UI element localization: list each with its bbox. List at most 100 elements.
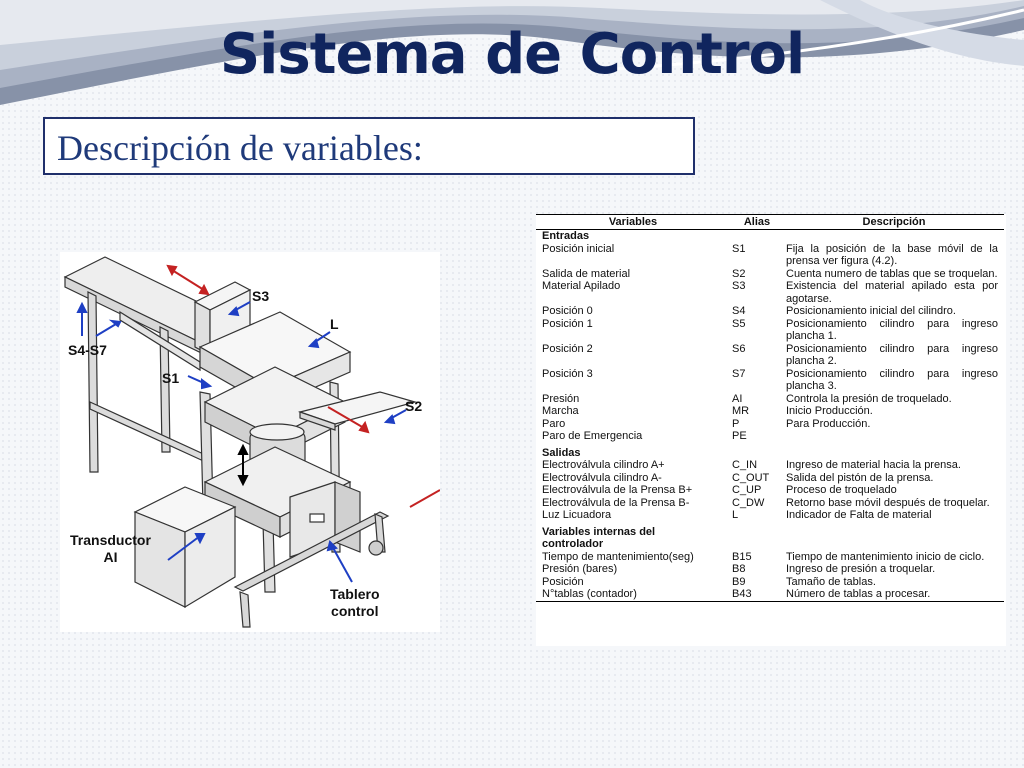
table-row: Electroválvula cilindro A- C_OUT Salida de…	[536, 472, 1004, 485]
cell-variable: Posición	[542, 575, 584, 588]
cell-alias: B8	[732, 563, 746, 575]
cell-description: Inicio Producción.	[786, 405, 873, 417]
subtitle-text: Descripción de variables:	[57, 128, 423, 168]
cell-alias: S5	[732, 317, 746, 330]
cell-description: Tamaño de tablas.	[786, 575, 876, 588]
label-s1: S1	[162, 370, 180, 386]
table-row: Posición inicial S1 Fija la posición de la…	[536, 243, 1004, 268]
cell-variable: N°tablas (contador)	[536, 588, 730, 602]
press-machine-drawing	[63, 256, 441, 628]
cell-alias: S7	[732, 367, 746, 380]
cell-alias: S6	[732, 342, 746, 355]
slide-title: Sistema de Control	[219, 22, 805, 87]
label-tablero-line2: control	[331, 603, 379, 619]
cell-variable: Luz Licuadora	[542, 509, 612, 521]
section-title: Entradas	[542, 230, 590, 242]
table-row: Luz Licuadora L Indicador de Falta de mate…	[536, 509, 1004, 522]
cell-description: Posicionamiento cilindro para ingreso pl…	[786, 342, 998, 368]
cell-description: Posicionamiento cilindro para ingreso pl…	[786, 317, 998, 343]
cell-alias: S2	[732, 267, 746, 280]
cell-variable: Tiempo de mantenimiento(seg)	[542, 550, 694, 563]
table-row: Electroválvula de la Prensa B+ C_UP Proces…	[536, 484, 1004, 497]
cell-alias: S1	[732, 242, 746, 255]
cell-alias: C_UP	[732, 484, 762, 496]
table-row: Material Apilado S3 Existencia del materia…	[536, 280, 1004, 305]
label-transductor-line1: Transductor	[70, 532, 151, 548]
cell-description: Posicionamiento inicial del cilindro.	[786, 305, 956, 317]
table-row: Paro de Emergencia PE	[536, 430, 1004, 443]
label-s4-s7: S4-S7	[68, 342, 107, 358]
label-tablero-line1: Tablero	[330, 586, 380, 602]
cell-alias: PE	[732, 430, 747, 442]
label-transductor: Transductor AI	[70, 532, 151, 566]
header-wave-decoration	[0, 0, 1024, 105]
cell-variable: Posición 2	[542, 342, 593, 355]
cell-variable: Posición inicial	[542, 242, 615, 255]
cell-description: Para Producción.	[786, 417, 871, 430]
header-variables: Variables	[536, 214, 730, 230]
cell-description: Proceso de troquelado	[786, 484, 897, 496]
cell-variable: Material Apilado	[542, 280, 621, 292]
cell-description: Salida del pistón de la prensa.	[786, 471, 934, 484]
cell-variable: Electroválvula de la Prensa B-	[542, 496, 690, 509]
cell-alias: C_IN	[732, 459, 758, 471]
cell-description: Ingreso de material hacia la prensa.	[786, 459, 961, 471]
subtitle-box: Descripción de variables:	[43, 117, 695, 175]
cell-variable: Presión (bares)	[542, 563, 618, 575]
cell-alias: S3	[732, 280, 746, 292]
label-l: L	[330, 316, 339, 332]
header-alias: Alias	[730, 214, 784, 230]
cell-variable: Presión	[542, 392, 580, 405]
label-transductor-line2: AI	[103, 549, 118, 565]
table-row: Posición 2 S6 Posicionamiento cilindro par…	[536, 343, 1004, 368]
table-row: Paro P Para Producción.	[536, 418, 1004, 431]
cell-alias: B9	[732, 575, 746, 588]
section-header-row: Salidas	[536, 447, 1004, 460]
table-row: Presión AI Controla la presión de troquela…	[536, 393, 1004, 406]
cell-variable: Salida de material	[542, 267, 631, 280]
cell-variable: Marcha	[542, 405, 579, 417]
table-row: Posición 3 S7 Posicionamiento cilindro par…	[536, 368, 1004, 393]
machine-figure: S3 L S4-S7 S1 S2 Transductor AI Tablero …	[60, 252, 441, 632]
table-header-row: Variables Alias Descripción	[536, 214, 1004, 230]
table-row: Posición 0 S4 Posicionamiento inicial del …	[536, 305, 1004, 318]
cell-description: Controla la presión de troquelado.	[786, 392, 952, 405]
label-tablero: Tablero control	[330, 586, 380, 620]
cell-description: Cuenta numero de tablas que se troquelan…	[786, 267, 998, 280]
cell-description	[784, 430, 1004, 443]
table-row: Electroválvula de la Prensa B- C_DW Retorn…	[536, 497, 1004, 510]
table-row: Posición 1 S5 Posicionamiento cilindro par…	[536, 318, 1004, 343]
cell-alias: B43	[730, 588, 784, 602]
cell-alias: P	[732, 417, 740, 430]
cell-description: Existencia del material apilado esta por…	[786, 280, 998, 305]
cell-alias: C_DW	[732, 496, 765, 509]
cell-description: Número de tablas a procesar.	[784, 588, 1004, 602]
label-s2: S2	[405, 398, 423, 414]
cell-variable: Electroválvula cilindro A-	[542, 471, 662, 484]
cell-alias: MR	[732, 405, 750, 417]
cell-variable: Electroválvula de la Prensa B+	[542, 484, 693, 496]
cell-variable: Posición 3	[542, 367, 593, 380]
section-title: Salidas	[542, 446, 581, 459]
cell-variable: Paro de Emergencia	[542, 430, 643, 442]
cell-variable: Paro	[542, 417, 566, 430]
cell-alias: AI	[732, 392, 743, 405]
cell-alias: L	[732, 509, 739, 521]
cell-description: Retorno base móvil después de troquelar.	[786, 496, 990, 509]
header-descripcion: Descripción	[784, 214, 1004, 230]
cell-description: Fija la posición de la base móvil de la …	[786, 242, 998, 268]
cell-description: Indicador de Falta de material	[786, 509, 932, 521]
cell-description: Posicionamiento cilindro para ingreso pl…	[786, 367, 998, 393]
cell-alias: C_OUT	[732, 471, 770, 484]
cell-variable: Posición 1	[542, 317, 593, 330]
cell-variable: Posición 0	[542, 305, 593, 317]
cell-alias: S4	[732, 305, 746, 317]
section-title: Variables internas del controlador	[542, 525, 656, 551]
cell-description: Tiempo de mantenimiento inicio de ciclo.	[786, 550, 985, 563]
